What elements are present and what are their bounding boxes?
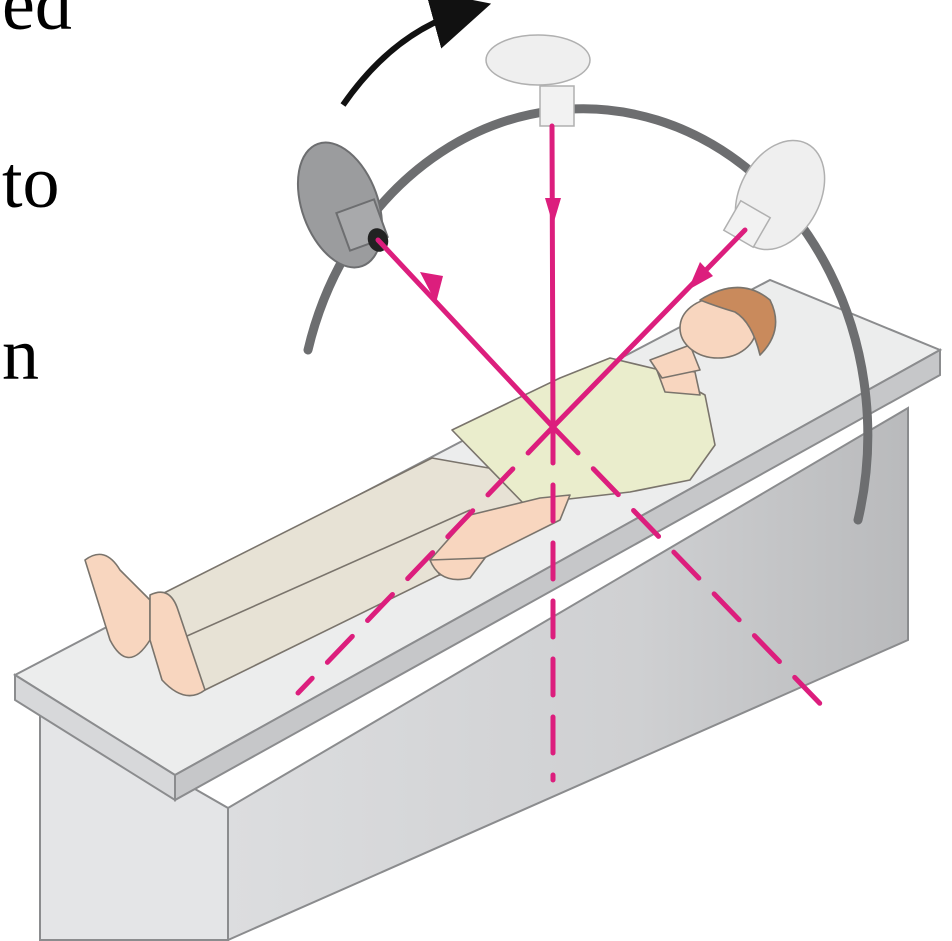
beam-left-incoming <box>378 240 553 427</box>
xray-source-active <box>282 131 398 279</box>
rotation-arrow <box>343 10 468 105</box>
xray-source-right-ghost <box>717 125 842 265</box>
beam-top-incoming <box>552 126 553 427</box>
beam-top-arrowhead <box>545 198 561 225</box>
